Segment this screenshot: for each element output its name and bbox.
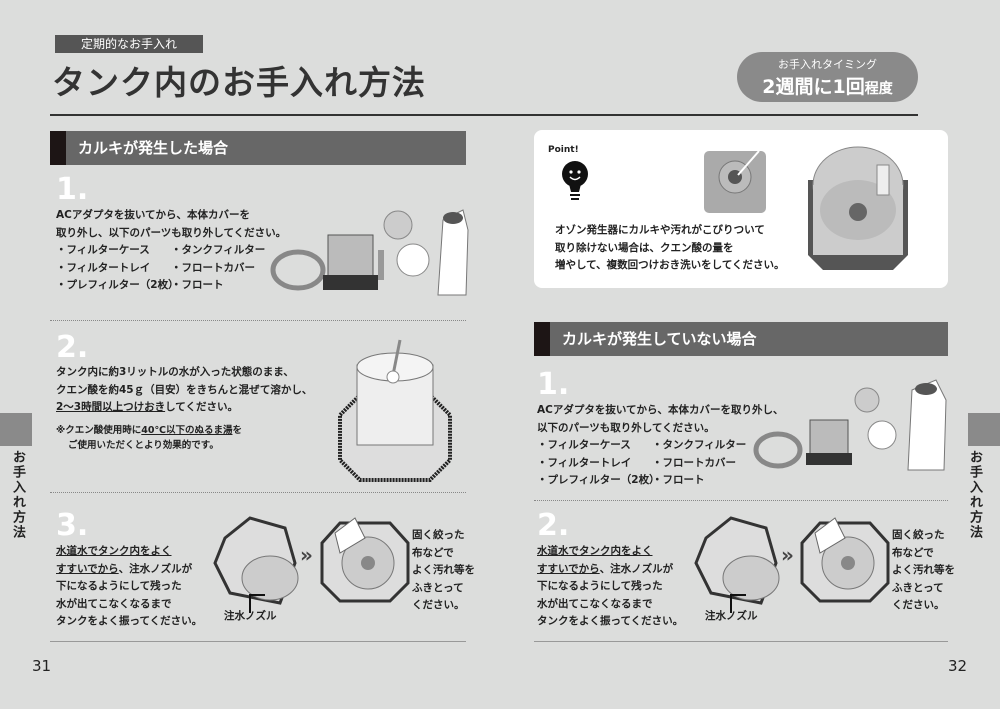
bottom-rule: [50, 641, 466, 642]
nozzle-label: 注水ノズル: [224, 610, 277, 622]
ozone-generator-closeup: [704, 151, 766, 213]
step-number: 3.: [56, 508, 89, 543]
step-number: 2.: [56, 330, 89, 365]
timing-badge: お手入れタイミング 2週間に1回程度: [737, 52, 918, 102]
side-tab-label: お手入れ方法: [10, 450, 25, 540]
tank-wipe-illustration: [320, 517, 410, 603]
step2-text: 水道水でタンク内をよく すすいでから、注水ノズルが 下になるようにして残った 水…: [537, 545, 684, 627]
timing-label: お手入れタイミング: [778, 58, 877, 71]
side-tab: [0, 413, 32, 446]
divider: [50, 320, 466, 321]
arrow-icon: »: [300, 543, 313, 567]
title-rule: [50, 114, 918, 116]
divider: [534, 500, 948, 501]
parts-illustration: [270, 209, 469, 296]
point-text: オゾン発生器にカルキや汚れがこびりついて取り除けない場合は、クエン酸の量を増やし…: [555, 224, 785, 271]
side-tab: [968, 413, 1000, 446]
parts-list: ・フィルターケース・タンクフィルター ・フィルタートレイ・フロートカバー ・プレ…: [537, 439, 747, 486]
tank-tilt-illustration: [213, 516, 299, 613]
tank-interior-illustration: [808, 146, 908, 270]
step1-text: ACアダプタを抜いてから、本体カバーを取り外し、 以下のパーツも取り外してくださ…: [537, 402, 784, 490]
step-number: 2.: [537, 508, 570, 543]
wipe-text: 固く絞った布などでよく汚れ等をふきとってください。: [412, 529, 475, 611]
divider: [50, 492, 466, 493]
section-header-calcium: カルキが発生した場合: [50, 131, 466, 165]
section-header-no-calcium: カルキが発生していない場合: [534, 322, 948, 356]
wipe-text: 固く絞った布などでよく汚れ等をふきとってください。: [892, 529, 955, 611]
nozzle-label: 注水ノズル: [705, 610, 758, 622]
step2-text: タンク内に約3リットルの水が入った状態のまま、 クエン酸を約45ｇ（目安）をきち…: [56, 366, 313, 413]
timing-suffix: 程度: [864, 81, 893, 97]
tank-wipe-illustration: [800, 517, 890, 603]
arrow-icon: »: [781, 543, 794, 567]
step2-note: ※クエン酸使用時に40℃以下のぬるま湯を ご使用いただくとより効果的です。: [56, 425, 242, 451]
bottom-rule: [534, 641, 948, 642]
tank-citric-acid-illustration: [338, 339, 452, 482]
point-badge: Point!: [548, 145, 579, 155]
tank-tilt-illustration: [694, 516, 780, 613]
page-number: 31: [32, 657, 52, 675]
step-number: 1.: [56, 172, 89, 207]
side-tab-label: お手入れ方法: [967, 450, 982, 540]
parts-illustration: [753, 379, 947, 471]
timing-value: 2週間に1回: [762, 76, 865, 98]
step3-text: 水道水でタンク内をよく すすいでから、注水ノズルが 下になるようにして残った 水…: [56, 545, 203, 627]
category-tag: 定期的なお手入れ: [55, 35, 203, 53]
parts-list: ・フィルターケース・タンクフィルター ・フィルタートレイ・フロートカバー ・プレ…: [56, 244, 266, 291]
page-number: 32: [948, 657, 968, 675]
page-title: タンク内のお手入れ方法: [52, 63, 426, 102]
lightbulb-icon: [562, 161, 588, 200]
step-number: 1.: [537, 367, 570, 402]
step1-text: ACアダプタを抜いてから、本体カバーを 取り外し、以下のパーツも取り外してくださ…: [56, 207, 286, 295]
